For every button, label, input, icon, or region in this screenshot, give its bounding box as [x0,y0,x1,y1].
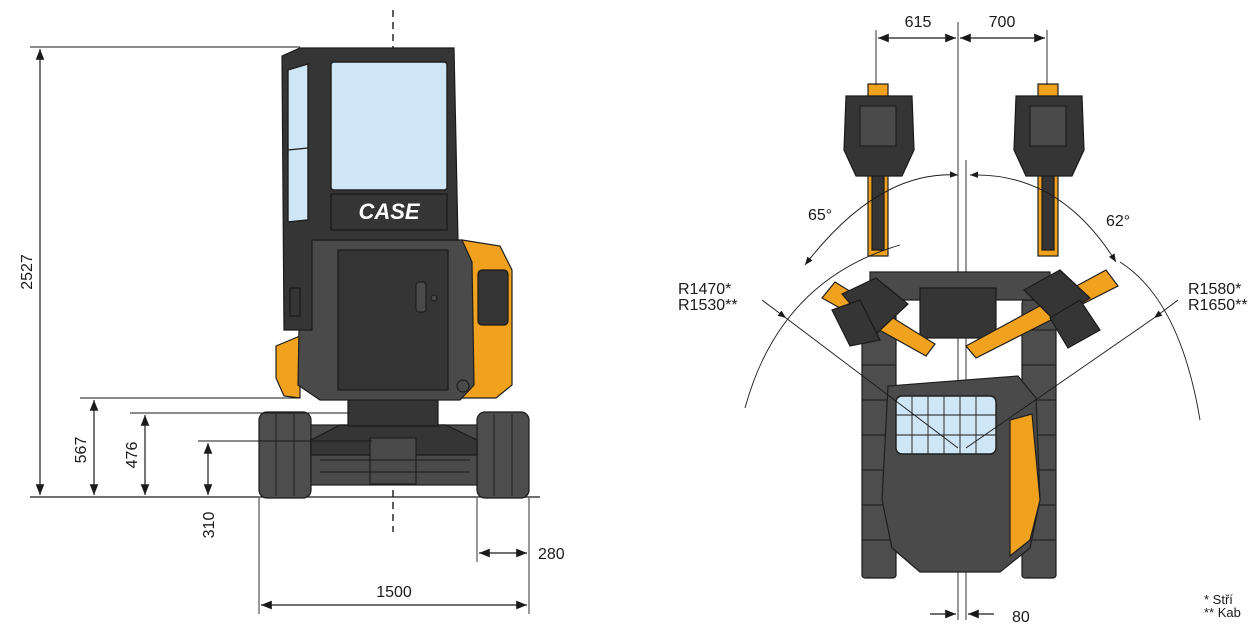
case-logo-plate [330,193,448,231]
dim-label-615: 615 [905,14,932,31]
case-logo: CASE [358,199,420,224]
top-cab-glass [895,395,997,455]
footnote-2: ** Kab [1204,605,1241,620]
radius-label-left-1: R1470* [678,281,731,298]
boom-left [821,277,936,357]
dim-label-2527: 2527 [19,254,36,290]
dim-label-80: 80 [1012,609,1030,625]
boom-top-right [1013,83,1085,257]
radius-label-right-1: R1580* [1188,281,1241,298]
footnote-1: * Stří [1204,592,1233,607]
boom-top-left [843,83,915,257]
boom-right [965,269,1119,359]
radius-label-right-2: R1650** [1188,297,1248,314]
rear-view: CASE 2527 567 476 310 280 1500 [19,10,565,614]
angle-label-left: 65° [808,207,832,224]
angle-label-right: 62° [1106,213,1130,230]
cab: CASE [281,47,459,331]
dim-label-1500: 1500 [376,584,412,601]
radius-label-left-2: R1530** [678,297,738,314]
dim-label-567: 567 [73,437,90,464]
track-left [258,411,312,499]
track-right [476,411,530,499]
dim-label-700: 700 [989,14,1016,31]
dim-label-476: 476 [124,442,141,469]
dim-label-280: 280 [538,546,565,563]
counterweight-orange [275,335,301,399]
dim-label-310: 310 [201,512,218,539]
top-view: 615 700 65° 62° R1470* R1530** R1580* R1… [678,14,1248,625]
